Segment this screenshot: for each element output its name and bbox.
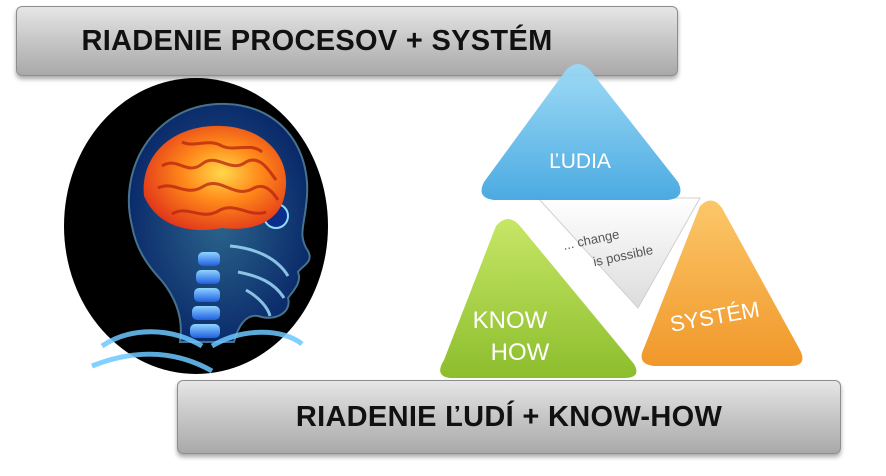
triangle-diagram: ĽUDIA KNOW HOW SYSTÉM ... change is poss… <box>440 64 803 378</box>
spine <box>190 252 220 338</box>
top-banner: RIADENIE PROCESOV + SYSTÉM <box>16 6 678 76</box>
bottom-banner: RIADENIE ĽUDÍ + KNOW-HOW <box>177 380 841 454</box>
knowhow-label-line1: KNOW <box>473 307 548 334</box>
knowhow-triangle <box>440 219 637 378</box>
brain <box>143 125 287 231</box>
top-banner-title: RIADENIE PROCESOV + SYSTÉM <box>81 24 553 57</box>
knowhow-label-line2: HOW <box>491 339 550 366</box>
bottom-banner-title: RIADENIE ĽUDÍ + KNOW-HOW <box>295 400 723 433</box>
brain-folds <box>157 140 280 216</box>
ludia-label: ĽUDIA <box>549 150 611 173</box>
shoulder-bones <box>91 329 304 374</box>
ludia-triangle <box>481 64 681 200</box>
system-triangle <box>641 200 803 366</box>
brain-head-illustration <box>64 78 328 374</box>
jaw-structure <box>229 244 290 317</box>
